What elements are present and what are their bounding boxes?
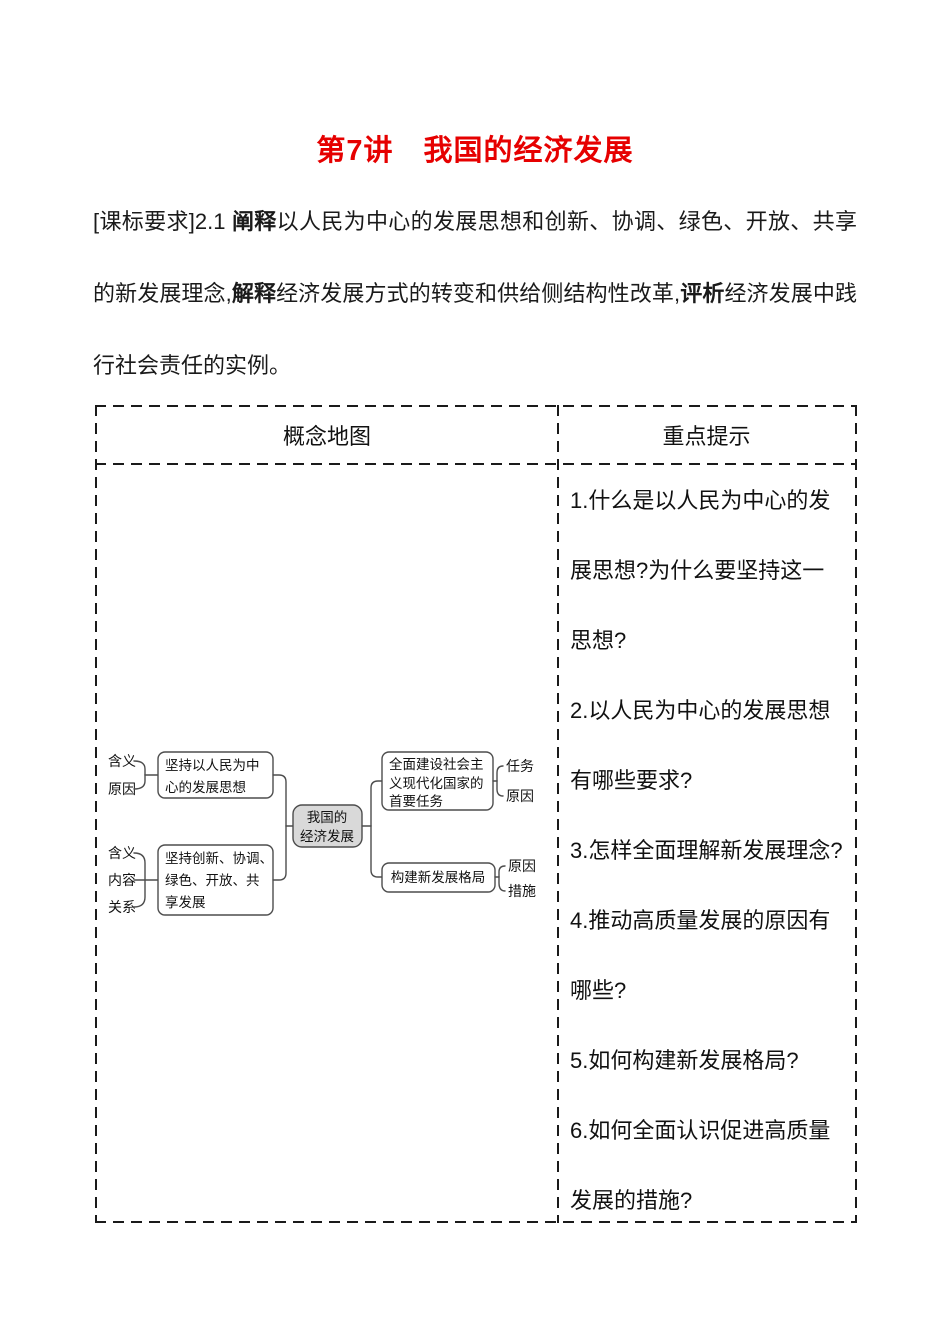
concept-node-modernization-task-line: 义现代化国家的 — [389, 775, 484, 791]
concept-label-relation: 关系 — [108, 899, 136, 915]
concept-label-task: 任务 — [506, 758, 534, 774]
concept-label-reason-2: 原因 — [506, 788, 534, 804]
header-cell-concept-map: 概念地图 — [282, 423, 371, 449]
intro-segment: 以人民为中心的发展思想和创新、协调、绿色、开放、共享的新发展理念, — [93, 209, 857, 306]
concept-label-measure: 措施 — [508, 883, 536, 899]
intro-segment-bold: 阐释 — [231, 209, 277, 234]
concept-node-modernization-task-line: 全面建设社会主 — [389, 756, 484, 772]
concept-label-content: 内容 — [108, 872, 136, 888]
concept-label-meaning-2: 含义 — [108, 845, 136, 861]
table-column-divider — [557, 405, 559, 1223]
connector-center-left-bracket — [272, 774, 287, 827]
connector-right-bottom-brace — [498, 876, 506, 892]
key-point-item: 3.怎样全面理解新发展理念? — [570, 838, 843, 863]
connector-center-right-bracket — [370, 780, 383, 827]
concept-node-modernization-task-line: 首要任务 — [389, 794, 443, 809]
key-point-item: 6.如何全面认识促进高质量发展的措施? — [570, 1118, 831, 1213]
page-title: 第7讲 我国的经济发展 — [316, 135, 634, 167]
concept-node-people-centered-line: 心的发展思想 — [165, 780, 246, 795]
connector-center-right-bracket — [370, 825, 383, 878]
table-header-separator — [95, 463, 857, 465]
intro-segment: 经济发展中践行社会责任的实例。 — [93, 281, 857, 378]
connector-left-top-brace — [133, 774, 146, 790]
connector-right-top-brace — [496, 765, 504, 782]
key-point-item: 1.什么是以人民为中心的发展思想?为什么要坚持这一思想? — [570, 488, 831, 653]
table-border-top — [95, 405, 857, 407]
table-border-bottom — [95, 1221, 857, 1223]
concept-map-diagram: 含义 原因 坚持以人民为中 心的发展思想 含义 内容 关系 坚持创新、协调、 绿… — [108, 751, 536, 916]
header-cell-key-points: 重点提示 — [662, 423, 751, 449]
connector-left-bottom-brace — [133, 852, 146, 881]
key-point-item: 2.以人民为中心的发展思想有哪些要求? — [570, 698, 831, 793]
concept-label-reason-1: 原因 — [108, 781, 136, 797]
course-requirement-paragraph: [课标要求]2.1 阐释以人民为中心的发展思想和创新、协调、绿色、开放、共享的新… — [93, 186, 857, 402]
concept-node-new-development-line: 绿色、开放、共 — [165, 872, 260, 888]
concept-node-new-development-line: 坚持创新、协调、 — [165, 851, 273, 866]
concept-node-people-centered-line: 坚持以人民为中 — [165, 758, 260, 773]
connector-right-bottom-brace — [498, 865, 506, 878]
concept-label-meaning-1: 含义 — [108, 753, 136, 769]
concept-label-reason-3: 原因 — [508, 858, 536, 874]
connector-right-top-brace — [496, 780, 504, 797]
intro-segment: 经济发展方式的转变和供给侧结构性改革, — [276, 281, 681, 306]
concept-node-center-line: 我国的 — [307, 810, 348, 825]
concept-node-center-line: 经济发展 — [300, 829, 354, 844]
connector-left-bottom-brace — [133, 879, 146, 908]
intro-segment: [课标要求]2.1 — [93, 209, 232, 234]
intro-segment-bold: 评析 — [680, 281, 725, 306]
concept-node-new-development-line: 享发展 — [165, 894, 206, 910]
connector-left-top-brace — [133, 760, 146, 776]
concept-node-new-pattern-line: 构建新发展格局 — [391, 870, 486, 885]
key-point-item: 5.如何构建新发展格局? — [570, 1048, 799, 1073]
key-points-list: 1.什么是以人民为中心的发展思想?为什么要坚持这一思想? 2.以人民为中心的发展… — [570, 466, 846, 1236]
intro-segment-bold: 解释 — [231, 281, 277, 306]
key-point-item: 4.推动高质量发展的原因有哪些? — [570, 908, 831, 1003]
connector-center-left-bracket — [272, 825, 287, 881]
table-border-right — [855, 405, 857, 1223]
table-border-left — [95, 405, 97, 1223]
